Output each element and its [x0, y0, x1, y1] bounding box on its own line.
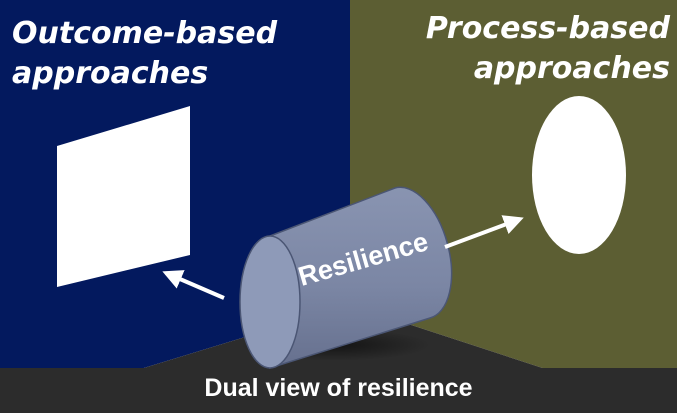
arrow-to-outcome [162, 270, 225, 300]
outcome-panel-title: Outcome-based approaches [12, 14, 277, 94]
diagram-caption: Dual view of resilience [204, 374, 473, 402]
outcome-square [57, 106, 190, 287]
process-title-line1: Process-based [425, 11, 670, 46]
cylinder-front-cap [239, 235, 301, 369]
process-panel-title: Process-based approaches [426, 9, 670, 89]
arrow-to-process [444, 215, 524, 249]
process-ellipse [532, 96, 626, 254]
outcome-title-line1: Outcome-based [12, 16, 278, 51]
floor-strip [0, 368, 677, 413]
process-title-line2: approaches [473, 51, 670, 86]
outcome-title-line2: approaches [12, 56, 209, 91]
